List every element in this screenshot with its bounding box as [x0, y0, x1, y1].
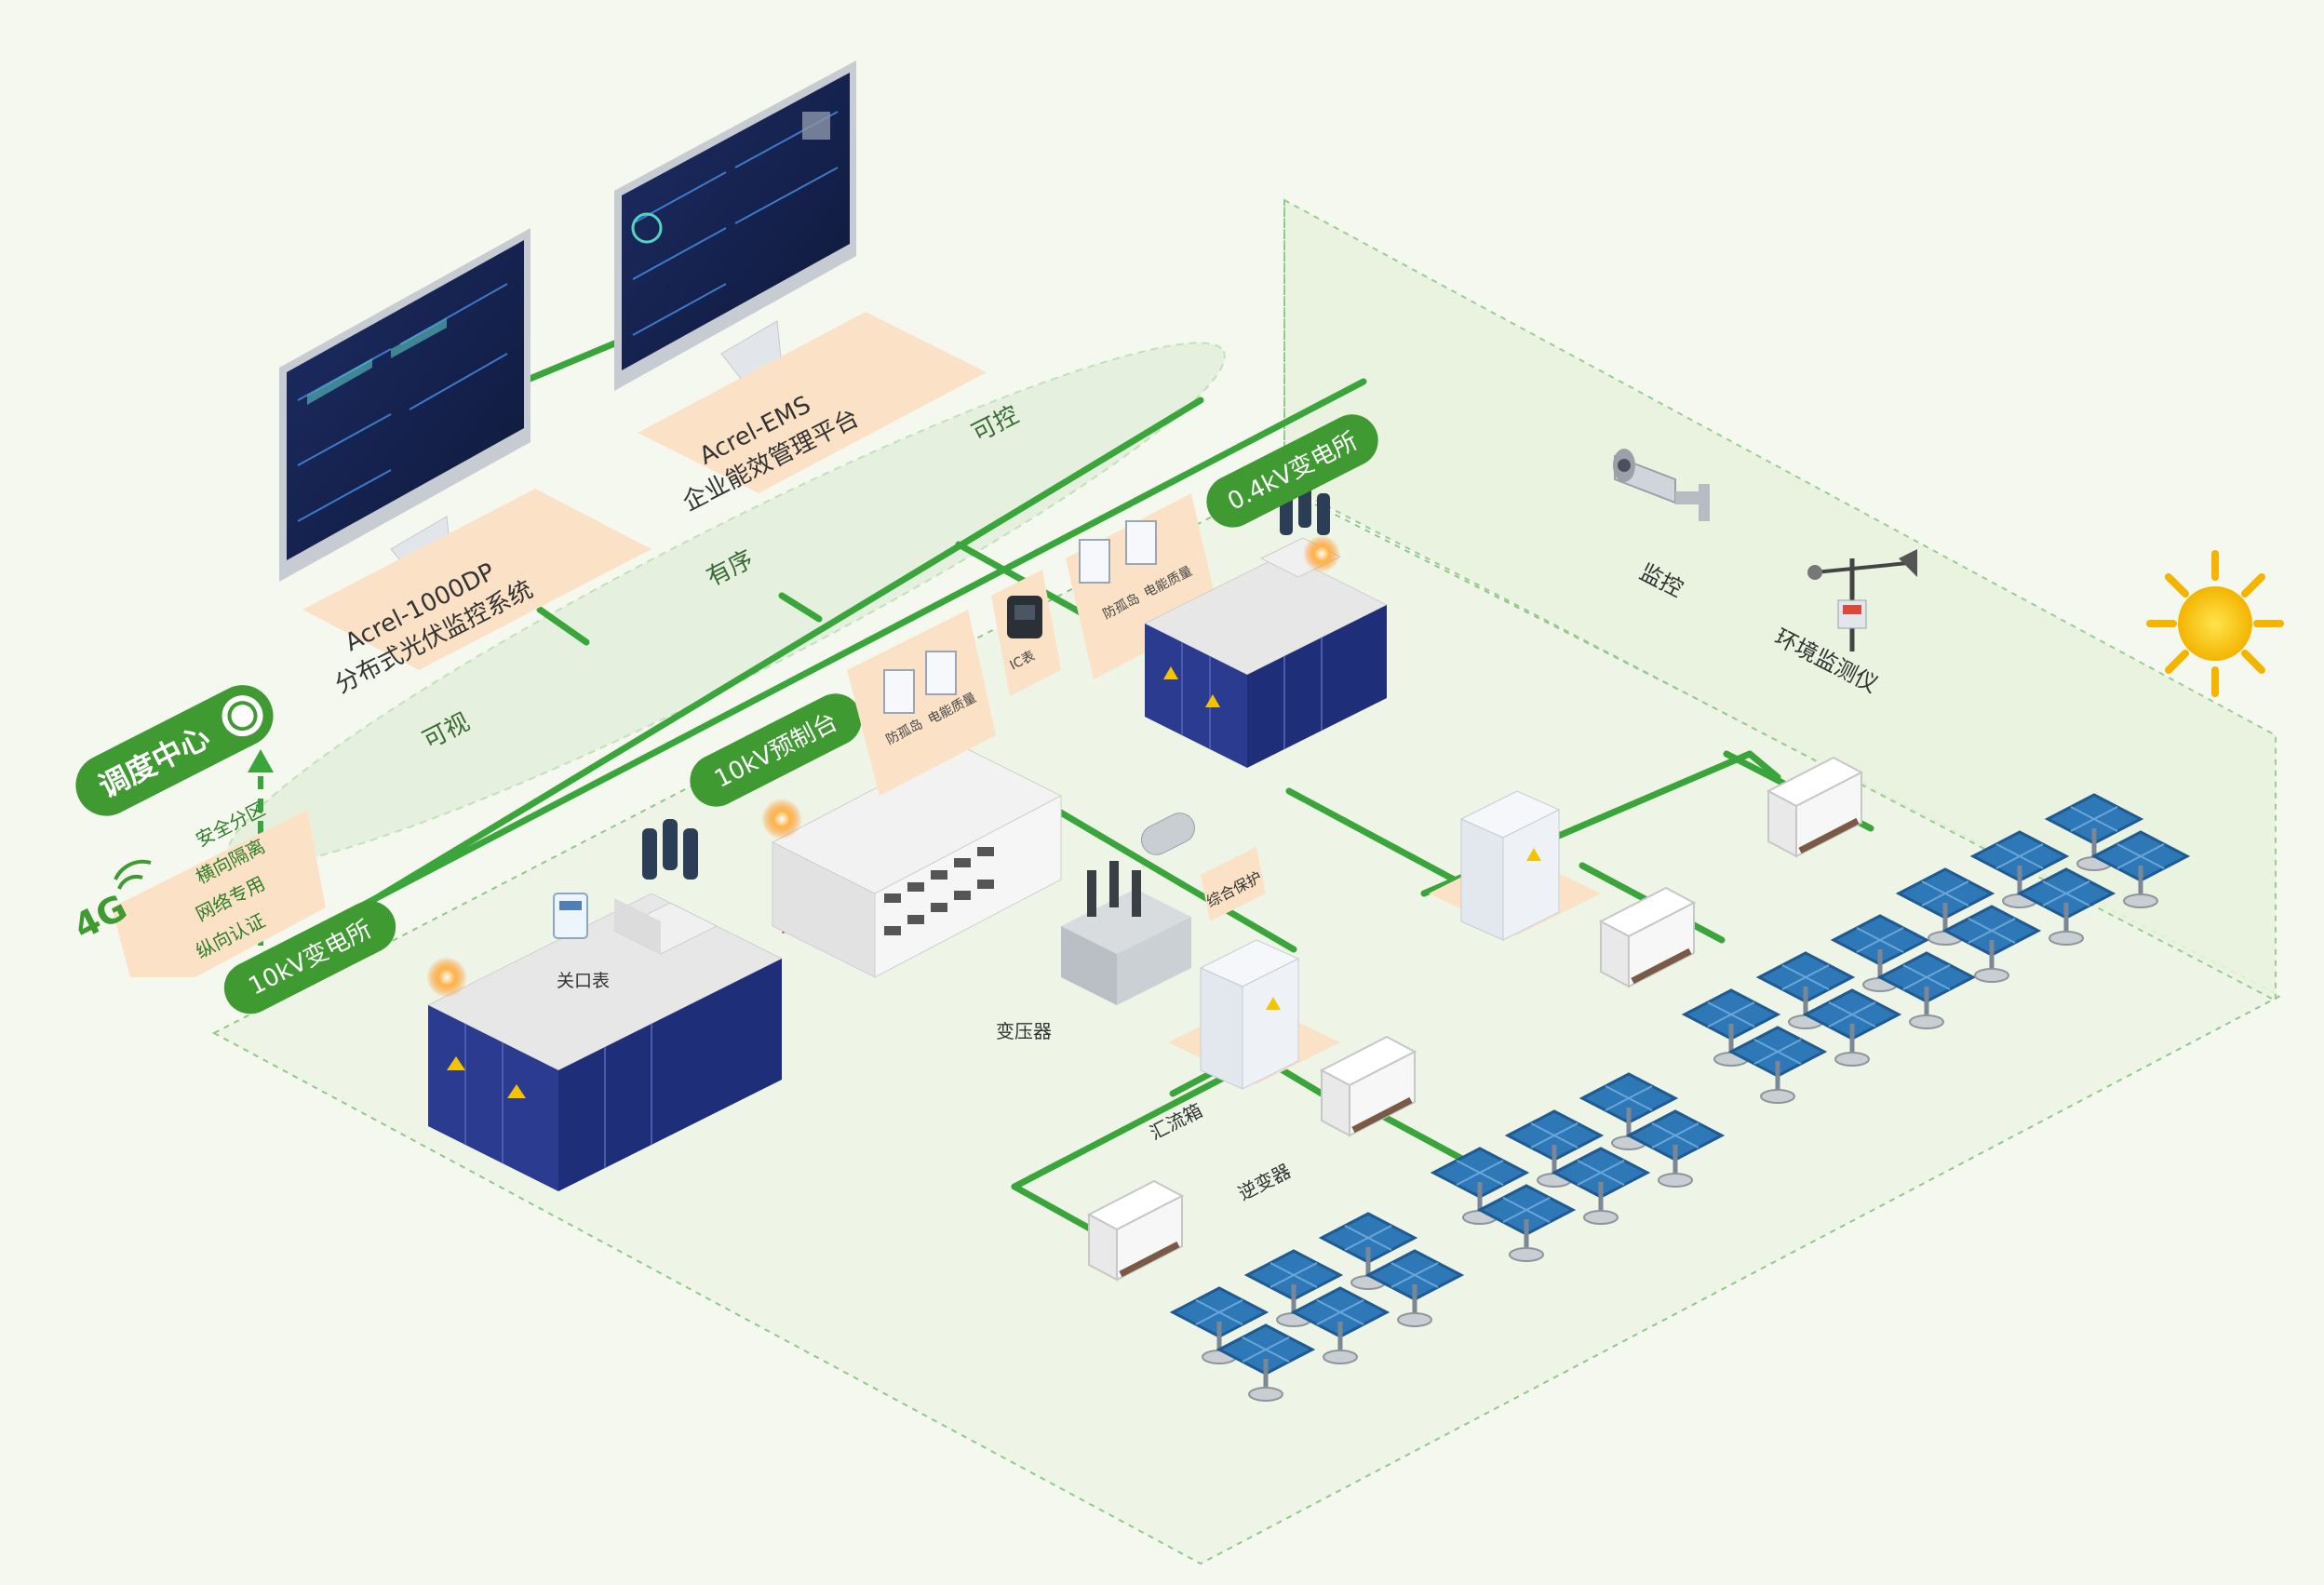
substation-10kv	[426, 819, 784, 1191]
combiner-box-1	[1199, 939, 1300, 1090]
control-cabinet-10kv	[761, 744, 1063, 978]
gateway-meter-label: 关口表	[557, 971, 610, 991]
weather-station-icon	[1807, 549, 1917, 651]
ic-meter	[1007, 596, 1042, 638]
sun-icon	[2146, 550, 2284, 697]
transformer-label: 变压器	[996, 1020, 1052, 1042]
device-group-right	[1079, 520, 1157, 584]
camera-icon	[1613, 449, 1710, 521]
substation-04kv	[1143, 486, 1389, 768]
warning-icon	[1266, 997, 1281, 1010]
device-group-left	[883, 651, 957, 714]
transformer	[1061, 813, 1195, 1005]
ems-monitor	[614, 60, 856, 391]
gateway-meter	[553, 893, 588, 939]
combiner-box-2	[1459, 790, 1561, 941]
